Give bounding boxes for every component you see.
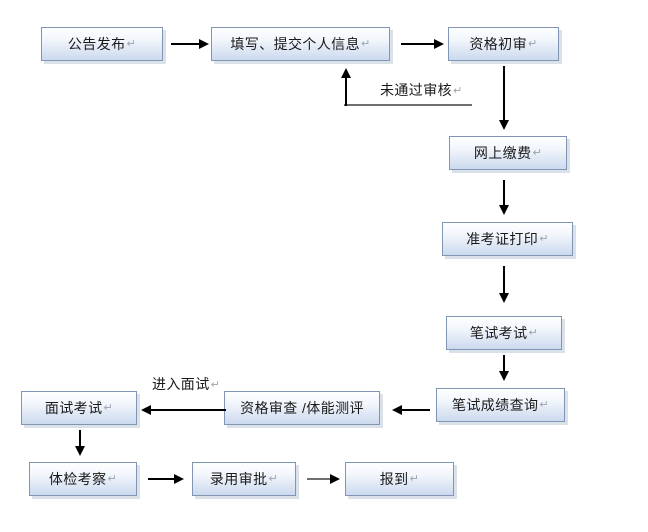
edge-label-rejected: 未通过审核↵ — [380, 82, 463, 98]
edge-ticket-to-written-arrow — [499, 293, 509, 303]
node-label: 体检考察 — [48, 471, 107, 487]
node-label: 录用审批 — [209, 471, 268, 487]
return-mark: ↵ — [527, 37, 538, 50]
node-announce[interactable]: 公告发布↵ — [41, 27, 163, 61]
edge-rejected-vertical-line — [345, 76, 347, 106]
node-ticket[interactable]: 准考证打印↵ — [442, 222, 573, 256]
node-submit[interactable]: 填写、提交个人信息↵ — [211, 27, 390, 61]
node-hiring-approval[interactable]: 录用审批↵ — [192, 462, 296, 496]
edge-ticket-to-written-line — [503, 266, 505, 296]
return-mark: ↵ — [528, 326, 539, 339]
node-label: 笔试成绩查询 — [451, 397, 539, 413]
return-mark: ↵ — [532, 146, 543, 159]
edge-written-to-score-arrow — [499, 371, 509, 381]
edge-written-to-score-line — [503, 355, 505, 373]
node-label: 面试考试 — [44, 400, 103, 416]
return-mark: ↵ — [539, 232, 549, 245]
edge-pay-to-ticket-line — [503, 180, 505, 208]
node-label: 报到 — [379, 471, 409, 487]
edge-interview-to-medical-arrow — [75, 446, 85, 456]
return-mark: ↵ — [268, 472, 279, 485]
edge-qualify-to-interview-line — [150, 409, 226, 411]
edge-review-to-pay-line — [503, 66, 505, 122]
return-mark: ↵ — [103, 401, 114, 414]
return-mark: ↵ — [360, 37, 371, 50]
edge-rejected-horizontal-line — [344, 104, 472, 106]
edge-interview-to-medical-line — [79, 430, 81, 448]
edge-review-to-pay-arrow — [499, 120, 509, 130]
edge-pay-to-ticket-arrow — [499, 205, 509, 215]
edge-submit-to-review-line — [401, 43, 436, 45]
node-label: 资格初审 — [469, 36, 527, 52]
edge-qualify-to-interview-arrow — [141, 405, 151, 415]
node-label: 公告发布 — [67, 36, 126, 52]
node-label: 资格审查 /体能测评 — [240, 400, 364, 416]
edge-label-enter-interview: 进入面试↵ — [152, 376, 221, 392]
node-score-query[interactable]: 笔试成绩查询↵ — [436, 388, 565, 422]
node-report-for-duty[interactable]: 报到↵ — [345, 462, 454, 496]
edge-announce-to-submit-arrow — [199, 39, 209, 49]
edge-announce-to-submit-line — [171, 43, 201, 45]
node-pay[interactable]: 网上缴费↵ — [449, 136, 567, 170]
edge-medical-to-approval-line — [148, 478, 176, 480]
node-review[interactable]: 资格初审↵ — [448, 27, 559, 61]
return-mark: ↵ — [453, 85, 463, 97]
node-label: 填写、提交个人信息 — [230, 36, 360, 52]
return-mark: ↵ — [539, 398, 550, 411]
edge-score-to-qualify-arrow — [392, 405, 402, 415]
return-mark: ↵ — [107, 472, 118, 485]
edge-medical-to-approval-arrow — [174, 474, 184, 484]
edge-rejected-arrow — [341, 68, 351, 78]
return-mark: ↵ — [210, 379, 221, 391]
edge-score-to-qualify-line — [400, 409, 430, 411]
return-mark: ↵ — [126, 37, 137, 50]
node-medical-check[interactable]: 体检考察↵ — [29, 462, 137, 496]
return-mark: ↵ — [409, 472, 420, 485]
edge-approval-to-report-arrow — [330, 474, 340, 484]
edge-submit-to-review-arrow — [434, 39, 444, 49]
node-label: 网上缴费 — [473, 145, 532, 161]
node-label: 准考证打印 — [466, 231, 539, 247]
node-written-exam[interactable]: 笔试考试↵ — [446, 316, 562, 350]
node-label: 笔试考试 — [469, 325, 528, 341]
node-interview[interactable]: 面试考试↵ — [21, 391, 137, 425]
edge-approval-to-report-line — [307, 478, 332, 480]
node-qualification-review[interactable]: 资格审查 /体能测评 — [224, 391, 380, 425]
